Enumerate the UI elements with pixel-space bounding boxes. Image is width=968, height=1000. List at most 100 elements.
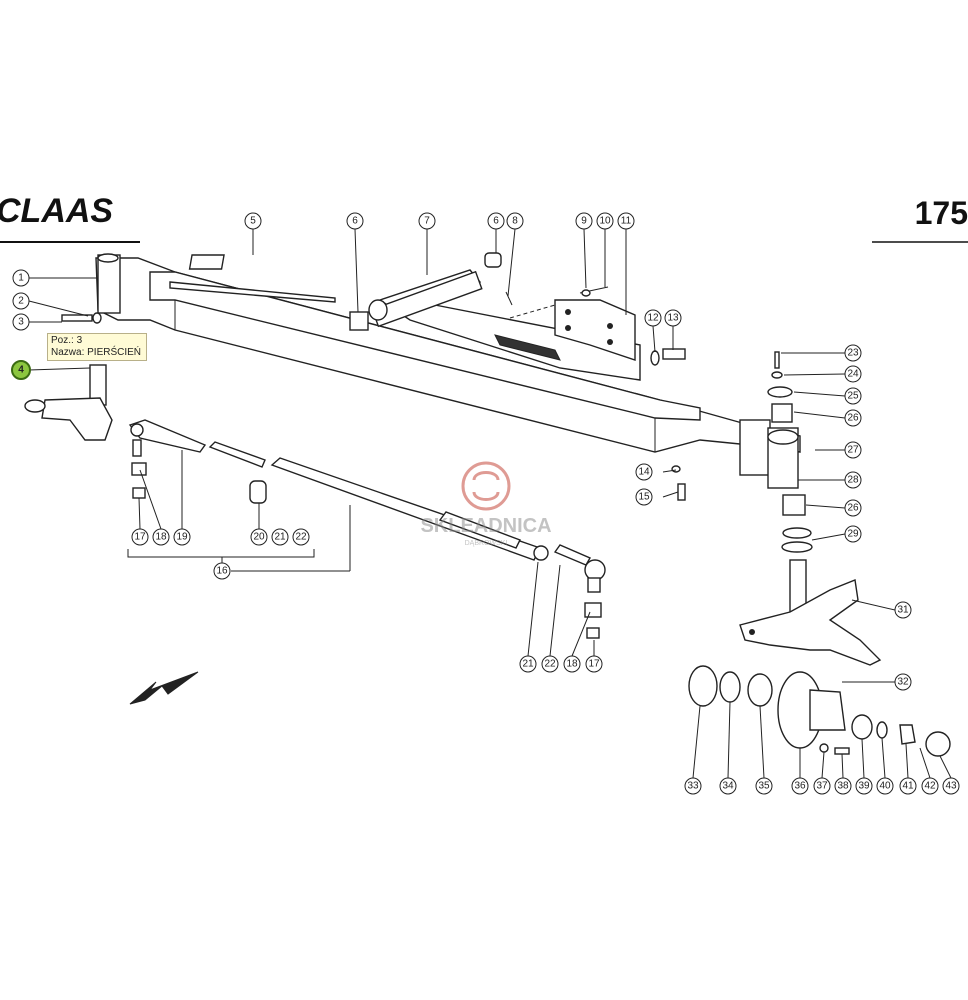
callout-circle bbox=[844, 441, 862, 459]
callout-label: 29 bbox=[847, 529, 859, 540]
callout-17[interactable]: 17 bbox=[585, 655, 603, 673]
callout-21[interactable]: 21 bbox=[271, 528, 289, 546]
callout-circle bbox=[596, 212, 614, 230]
callout-29[interactable]: 29 bbox=[844, 525, 862, 543]
callout-33[interactable]: 33 bbox=[684, 777, 702, 795]
callout-label: 12 bbox=[647, 313, 659, 324]
callout-circle bbox=[541, 655, 559, 673]
callout-label: 37 bbox=[816, 781, 828, 792]
callout-5[interactable]: 5 bbox=[244, 212, 262, 230]
small-parts-top bbox=[188, 252, 686, 366]
callout-7[interactable]: 7 bbox=[418, 212, 436, 230]
callout-6[interactable]: 6 bbox=[346, 212, 364, 230]
direction-arrow bbox=[129, 671, 199, 705]
bracket-plate bbox=[509, 299, 636, 361]
callout-38[interactable]: 38 bbox=[834, 777, 852, 795]
callout-label: 23 bbox=[847, 348, 859, 359]
callout-14[interactable]: 14 bbox=[635, 463, 653, 481]
callout-12[interactable]: 12 bbox=[644, 309, 662, 327]
callout-label: 4 bbox=[18, 365, 24, 376]
callout-label: 36 bbox=[794, 781, 806, 792]
callout-9[interactable]: 9 bbox=[575, 212, 593, 230]
callout-label: 41 bbox=[902, 781, 914, 792]
callout-26[interactable]: 26 bbox=[844, 409, 862, 427]
callout-label: 16 bbox=[216, 566, 228, 577]
callout-3[interactable]: 3 bbox=[12, 313, 30, 331]
callout-circle bbox=[644, 309, 662, 327]
callout-label: 33 bbox=[687, 781, 699, 792]
brand-logo: CLAAS bbox=[0, 192, 140, 243]
part-tooltip: Poz.: 3 Nazwa: PIERŚCIEŃ bbox=[47, 333, 147, 361]
callout-37[interactable]: 37 bbox=[813, 777, 831, 795]
callout-18[interactable]: 18 bbox=[152, 528, 170, 546]
callout-label: 31 bbox=[897, 605, 909, 616]
tooltip-name: Nazwa: PIERŚCIEŃ bbox=[51, 347, 142, 358]
callout-26[interactable]: 26 bbox=[844, 499, 862, 517]
callout-label: 22 bbox=[295, 532, 307, 543]
callout-34[interactable]: 34 bbox=[719, 777, 737, 795]
callout-4[interactable]: 4 bbox=[11, 360, 31, 380]
callout-label: 18 bbox=[155, 532, 167, 543]
callout-20[interactable]: 20 bbox=[250, 528, 268, 546]
left-stub-axle bbox=[24, 312, 113, 441]
callout-circle bbox=[11, 360, 31, 380]
callout-15[interactable]: 15 bbox=[635, 488, 653, 506]
callout-31[interactable]: 31 bbox=[894, 601, 912, 619]
callout-43[interactable]: 43 bbox=[942, 777, 960, 795]
callout-label: 26 bbox=[847, 503, 859, 514]
callout-22[interactable]: 22 bbox=[292, 528, 310, 546]
callout-circle bbox=[173, 528, 191, 546]
callout-circle bbox=[617, 212, 635, 230]
callout-label: 26 bbox=[847, 413, 859, 424]
callout-circle bbox=[844, 409, 862, 427]
callout-19[interactable]: 19 bbox=[173, 528, 191, 546]
callout-8[interactable]: 8 bbox=[506, 212, 524, 230]
callout-32[interactable]: 32 bbox=[894, 673, 912, 691]
callout-circle bbox=[292, 528, 310, 546]
callout-35[interactable]: 35 bbox=[755, 777, 773, 795]
callout-circle bbox=[575, 212, 593, 230]
callout-label: 5 bbox=[250, 216, 256, 227]
callout-16[interactable]: 16 bbox=[213, 562, 231, 580]
callout-label: 9 bbox=[581, 216, 587, 227]
callout-label: 34 bbox=[722, 781, 734, 792]
callout-22[interactable]: 22 bbox=[541, 655, 559, 673]
callout-label: 35 bbox=[758, 781, 770, 792]
callout-36[interactable]: 36 bbox=[791, 777, 809, 795]
callout-23[interactable]: 23 bbox=[844, 344, 862, 362]
callout-18[interactable]: 18 bbox=[563, 655, 581, 673]
callout-label: 15 bbox=[638, 492, 650, 503]
callout-circle bbox=[813, 777, 831, 795]
callout-6[interactable]: 6 bbox=[487, 212, 505, 230]
callout-label: 25 bbox=[847, 391, 859, 402]
callout-label: 43 bbox=[945, 781, 957, 792]
callout-40[interactable]: 40 bbox=[876, 777, 894, 795]
callout-1[interactable]: 1 bbox=[12, 269, 30, 287]
callout-39[interactable]: 39 bbox=[855, 777, 873, 795]
callout-41[interactable]: 41 bbox=[899, 777, 917, 795]
callout-label: 24 bbox=[847, 369, 859, 380]
callout-17[interactable]: 17 bbox=[131, 528, 149, 546]
callout-42[interactable]: 42 bbox=[921, 777, 939, 795]
callout-label: 13 bbox=[667, 313, 679, 324]
callout-circle bbox=[791, 777, 809, 795]
callout-25[interactable]: 25 bbox=[844, 387, 862, 405]
hub-assembly bbox=[688, 665, 951, 757]
callout-label: 11 bbox=[621, 216, 632, 227]
callout-label: 32 bbox=[897, 677, 909, 688]
callout-label: 38 bbox=[837, 781, 849, 792]
callout-circle bbox=[876, 777, 894, 795]
callout-circle bbox=[271, 528, 289, 546]
callout-10[interactable]: 10 bbox=[596, 212, 614, 230]
callout-2[interactable]: 2 bbox=[12, 292, 30, 310]
callout-11[interactable]: 11 bbox=[617, 212, 635, 230]
callout-circle bbox=[563, 655, 581, 673]
callout-circle bbox=[585, 655, 603, 673]
callout-24[interactable]: 24 bbox=[844, 365, 862, 383]
callout-circle bbox=[844, 344, 862, 362]
callout-28[interactable]: 28 bbox=[844, 471, 862, 489]
callout-27[interactable]: 27 bbox=[844, 441, 862, 459]
watermark: SKLEADNICA DĄBROWSKI bbox=[420, 461, 552, 547]
callout-13[interactable]: 13 bbox=[664, 309, 682, 327]
callout-21[interactable]: 21 bbox=[519, 655, 537, 673]
